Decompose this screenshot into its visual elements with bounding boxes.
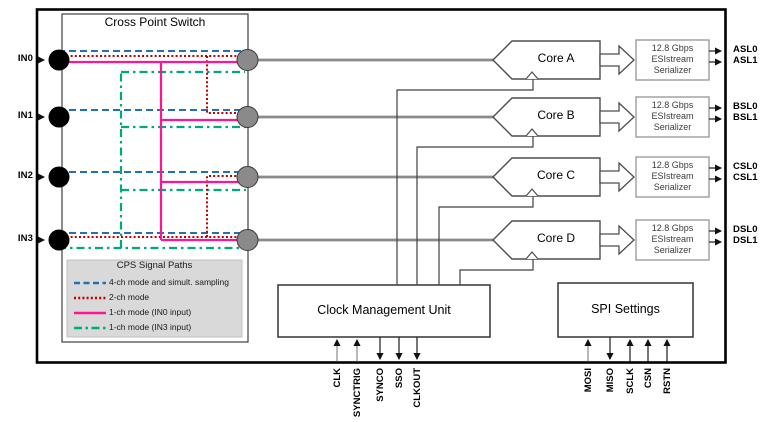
core-c-clock-notch-icon [525,188,539,197]
spi-box [557,282,694,338]
output-node-d [236,229,259,251]
serializer-d-text: 12.8 Gbps ESIstream Serializer [636,223,709,256]
core-a-label: Core A [537,51,575,65]
pin-label-synco: SYNCO [375,368,386,402]
clock-route-core-a [396,79,534,285]
cps-output-lines [257,58,495,242]
core-d-clock-notch-icon [525,251,539,260]
block-arrow-d-icon [599,224,635,256]
clock-route-core-c [438,196,534,285]
pin-label-rstn: RSTN [662,368,673,394]
input-label-in2: IN2 [17,170,33,181]
signal-path-2ch-mode [58,55,246,238]
cps-title: Cross Point Switch [104,15,206,29]
output-node-a [236,49,259,71]
clock-route-core-d [459,259,534,285]
serializer-b-text: 12.8 Gbps ESIstream Serializer [636,100,709,133]
serializer-a-box [635,39,710,81]
input-label-in3: IN3 [17,233,33,244]
output-label-bsl1: BSL1 [733,112,758,123]
serializer-c-line2: ESIstream [651,171,694,181]
block-arrow-c-icon [599,161,635,193]
input-label-in0: IN0 [17,53,33,64]
output-label-asl1: ASL1 [733,55,758,66]
input-node-in2 [48,166,70,188]
output-node-c [236,166,259,188]
core-b-label: Core B [537,108,575,122]
output-label-dsl0: DSL0 [733,224,758,235]
legend-item-4ch: 4-ch mode and simult. sampling [109,276,230,287]
pin-label-csn: CSN [643,368,654,389]
cps-nodes [48,49,259,251]
cmu-box [277,284,491,338]
pin-label-clkout: CLKOUT [412,368,423,408]
cmu-pin-lines [333,337,421,362]
pin-label-miso: MISO [605,368,616,393]
serializer-b-box [635,96,710,138]
pin-label-synctrig: SYNCTRIG [352,368,363,418]
output-label-csl1: CSL1 [733,172,758,183]
output-label-dsl1: DSL1 [733,235,758,246]
legend-item-1ch-in0: 1-ch mode (IN0 input) [109,306,192,317]
spi-pin-lines [584,337,671,362]
pin-label-sso: SSO [394,368,405,389]
clock-route-core-b [416,136,534,285]
serializer-a-line1: 12.8 Gbps [651,43,694,53]
pin-label-mosi: MOSI [583,368,594,393]
core-c-label: Core C [536,168,575,182]
block-arrow-a-icon [599,44,635,76]
serializer-a-text: 12.8 Gbps ESIstream Serializer [636,43,709,76]
input-node-in1 [48,106,70,128]
pin-label-sclk: SCLK [625,368,636,394]
serializer-b-line2: ESIstream [651,111,694,121]
block-arrow-b-icon [599,101,635,133]
input-node-in3 [48,229,70,251]
output-arrows [709,47,723,246]
output-label-csl0: CSL0 [733,161,758,172]
legend-title: CPS Signal Paths [116,260,193,271]
serializer-b-line1: 12.8 Gbps [651,100,694,110]
core-d-label: Core D [536,231,575,245]
serializer-d-line2: ESIstream [651,234,694,244]
serializer-c-text: 12.8 Gbps ESIstream Serializer [636,160,709,193]
block-arrows [599,44,635,256]
input-arrows [37,56,46,244]
pin-label-clk: CLK [332,368,343,388]
serializer-a-line3: Serializer [653,65,692,75]
output-node-b [236,106,259,128]
signal-path-1ch-in3 [58,70,246,250]
input-node-in0 [48,49,70,71]
spi-title: SPI Settings [591,302,660,316]
serializer-c-line1: 12.8 Gbps [651,160,694,170]
serializer-b-line3: Serializer [653,122,692,132]
cmu-title: Clock Management Unit [317,303,451,317]
legend-item-2ch: 2-ch mode [109,291,150,302]
signal-path-4ch-mode [58,50,246,234]
serializer-boxes [635,39,710,261]
serializer-c-box [635,156,710,198]
output-label-bsl0: BSL0 [733,101,758,112]
output-label-asl0: ASL0 [733,44,758,55]
serializer-d-line1: 12.8 Gbps [651,223,694,233]
clock-routes [396,79,534,285]
core-b-clock-notch-icon [525,128,539,137]
legend-item-1ch-in3: 1-ch mode (IN3 input) [109,321,192,332]
serializer-d-box [635,219,710,261]
core-a-clock-notch-icon [525,71,539,80]
serializer-c-line3: Serializer [653,182,692,192]
serializer-d-line3: Serializer [653,245,692,255]
input-label-in1: IN1 [17,110,33,121]
signal-path-1ch-in0 [58,60,246,242]
serializer-a-line2: ESIstream [651,54,694,64]
